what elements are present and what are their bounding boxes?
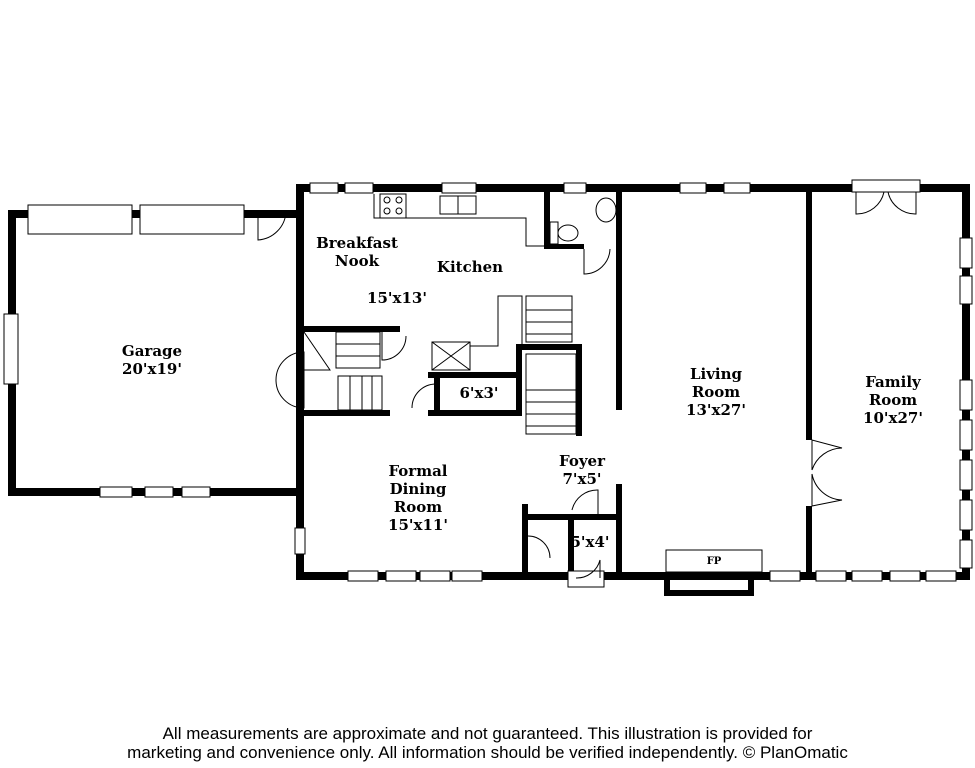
formal-dining-name-2: Dining	[389, 480, 447, 498]
windows	[3, 179, 973, 588]
breakfast-nook-name-1: Breakfast	[316, 234, 398, 252]
formal-dining-size: 15'x11'	[388, 516, 448, 534]
doors	[257, 191, 917, 579]
pantry-size: 6'x3'	[459, 384, 499, 402]
garage-size: 20'x19'	[122, 360, 182, 378]
disclaimer-line-2: marketing and convenience only. All info…	[127, 743, 848, 762]
garage-label: Garage 20'x19'	[122, 342, 182, 378]
foyer-label: Foyer 7'x5'	[559, 452, 605, 488]
family-room-label: Family Room 10'x27'	[863, 373, 923, 427]
fixtures	[303, 193, 763, 573]
kitchen-name: Kitchen	[436, 258, 504, 276]
kitchen-size: 15'x13'	[367, 289, 427, 307]
family-room-size: 10'x27'	[863, 409, 923, 427]
formal-dining-label: Formal Dining Room 15'x11'	[388, 462, 448, 534]
family-room-name-2: Room	[868, 391, 918, 409]
formal-dining-name-1: Formal	[388, 462, 448, 480]
family-room-name-1: Family	[865, 373, 921, 391]
garage-name: Garage	[121, 342, 183, 360]
living-room-name-1: Living	[689, 365, 743, 383]
formal-dining-name-3: Room	[393, 498, 443, 516]
foyer-name: Foyer	[559, 452, 605, 470]
living-room-label: Living Room 13'x27'	[686, 365, 746, 419]
interior-walls	[304, 192, 812, 572]
foyer-size: 7'x5'	[562, 470, 602, 488]
disclaimer-line-1: All measurements are approximate and not…	[162, 724, 813, 743]
living-room-size: 13'x27'	[686, 401, 746, 419]
breakfast-nook-label: Breakfast Nook	[316, 234, 398, 270]
breakfast-nook-name-2: Nook	[334, 252, 380, 270]
fireplace-label: FP	[706, 556, 722, 567]
living-room-name-2: Room	[691, 383, 741, 401]
closet-size: 5'x4'	[570, 533, 610, 551]
